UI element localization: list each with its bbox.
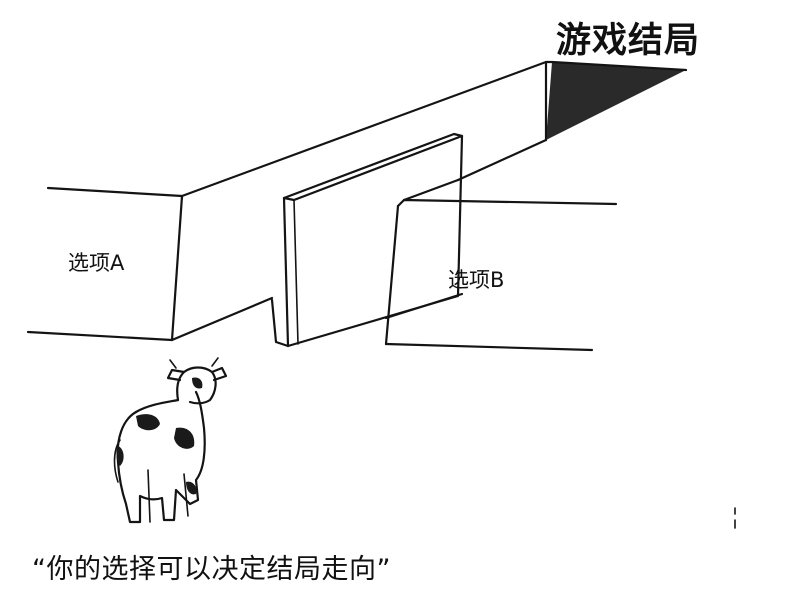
cow-spot [136, 414, 160, 431]
option-a-label: 选项A [68, 251, 125, 275]
corridor-lines [384, 138, 548, 320]
ending-title: 游戏结局 [556, 21, 701, 61]
ending-shadow [546, 62, 686, 140]
left-wall [26, 186, 274, 342]
caption: “你的选择可以决定结局走向” [32, 554, 391, 585]
option-b-label: 选项B [448, 268, 505, 292]
middle-panel [270, 132, 464, 348]
ending-wall [180, 60, 688, 198]
cow-spot [192, 377, 203, 389]
cow-spot [174, 427, 195, 449]
right-wall [384, 178, 618, 352]
cow [113, 357, 228, 524]
cow-spot [116, 446, 124, 466]
cow-spot [186, 481, 197, 495]
